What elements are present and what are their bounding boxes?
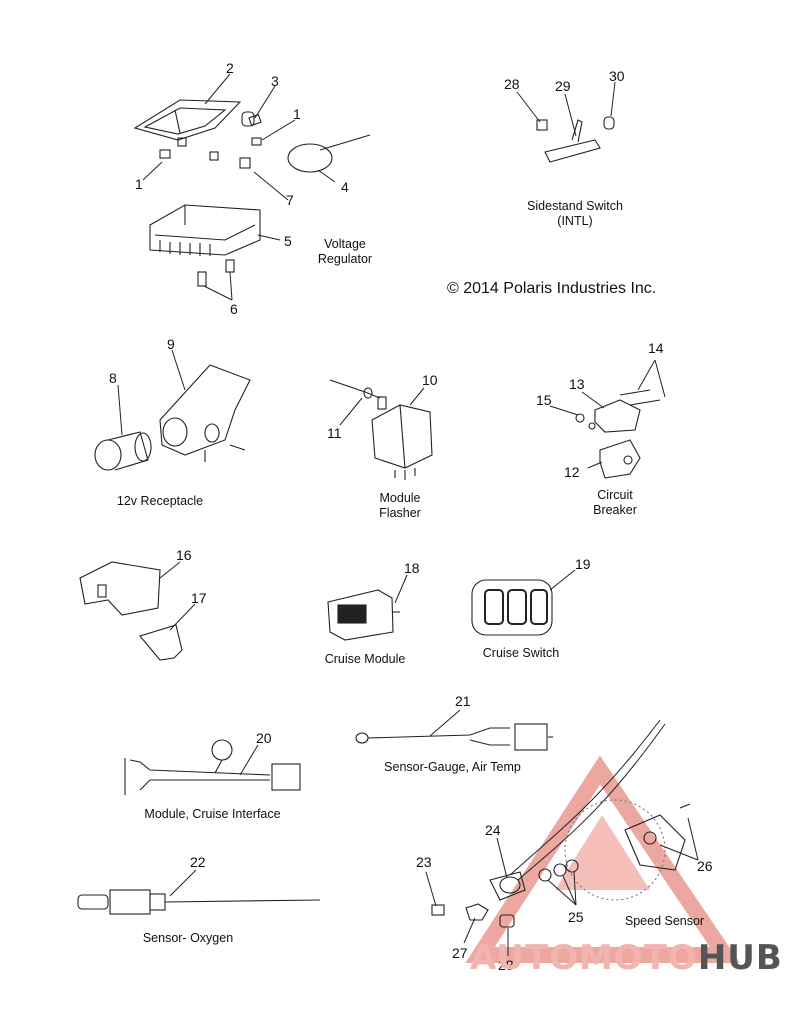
callout-16: 16 — [176, 547, 192, 563]
callout-21: 21 — [455, 693, 471, 709]
label-cruise-module: Cruise Module — [324, 652, 406, 666]
screws — [159, 113, 262, 169]
label-circuit-breaker: Circuit Breaker — [593, 488, 637, 517]
sensor-gauge-air-temp — [355, 723, 553, 751]
cruise-module — [327, 589, 400, 641]
module-flasher — [329, 379, 433, 480]
label-sidestand-switch: Sidestand Switch (INTL) — [527, 199, 623, 228]
callout-22: 22 — [190, 854, 206, 870]
callout-9: 9 — [167, 336, 175, 352]
callout-17: 17 — [191, 590, 207, 606]
watermark-triangle — [465, 755, 741, 963]
label-sensor-gauge: Sensor-Gauge, Air Temp — [384, 760, 521, 774]
callout-5: 5 — [284, 233, 292, 249]
voltage-regulator — [149, 204, 261, 287]
callout-25: 25 — [568, 909, 584, 925]
label-sensor-oxygen: Sensor- Oxygen — [142, 931, 234, 945]
callout-3: 3 — [271, 73, 279, 89]
cruise-switch — [471, 579, 553, 636]
sidestand-switch — [536, 116, 615, 163]
leader-lines — [117, 73, 699, 956]
regulator-bracket — [133, 99, 242, 141]
callout-29: 28 — [504, 76, 520, 92]
cable-tie — [287, 134, 371, 173]
callout-8: 8 — [109, 370, 117, 386]
callout-24: 24 — [485, 822, 501, 838]
callout-11: 11 — [327, 425, 342, 441]
callout-6: 6 — [230, 301, 238, 317]
circuit-breaker — [575, 389, 661, 479]
mount-bracket — [79, 561, 161, 616]
callout-14: 14 — [648, 340, 664, 356]
callout-27: 27 — [452, 945, 468, 961]
callout-1-left: 1 — [135, 176, 143, 192]
callout-23: 23 — [416, 854, 432, 870]
callout-19: 19 — [575, 556, 591, 572]
nut — [241, 111, 255, 127]
module-cruise-interface — [124, 739, 301, 795]
callout-28: 28 — [498, 957, 514, 973]
label-voltage-regulator: Voltage Regulator — [317, 237, 373, 266]
callout-15: 15 — [536, 392, 552, 408]
callout-20: 20 — [256, 730, 272, 746]
fuse — [139, 624, 183, 661]
callout-13: 13 — [569, 376, 585, 392]
callout-10: 10 — [422, 372, 438, 388]
label-module-cruise-interface: Module, Cruise Interface — [144, 807, 281, 821]
callout-12: 12 — [564, 464, 580, 480]
label-speed-sensor: Speed Sensor — [624, 914, 705, 928]
callout-2: 2 — [226, 60, 234, 76]
label-12v-receptacle: 12v Receptacle — [116, 494, 204, 508]
callout-26: 26 — [697, 858, 713, 874]
watermark-logo: AUTOMOTOHUB — [470, 938, 783, 978]
callout-31: 30 — [609, 68, 625, 84]
label-cruise-switch: Cruise Switch — [482, 646, 560, 660]
callout-18: 18 — [404, 560, 420, 576]
speed-sensor — [431, 719, 691, 928]
label-module-flasher: Module Flasher — [379, 491, 421, 520]
callout-7: 7 — [286, 192, 294, 208]
callout-4: 4 — [341, 179, 349, 195]
callout-30: 29 — [555, 78, 571, 94]
oxygen-sensor — [77, 889, 321, 915]
receptacle — [94, 431, 152, 471]
receptacle-housing — [159, 364, 251, 462]
copyright: © 2014 Polaris Industries Inc. — [447, 280, 657, 297]
callout-1-top: 1 — [293, 106, 301, 122]
